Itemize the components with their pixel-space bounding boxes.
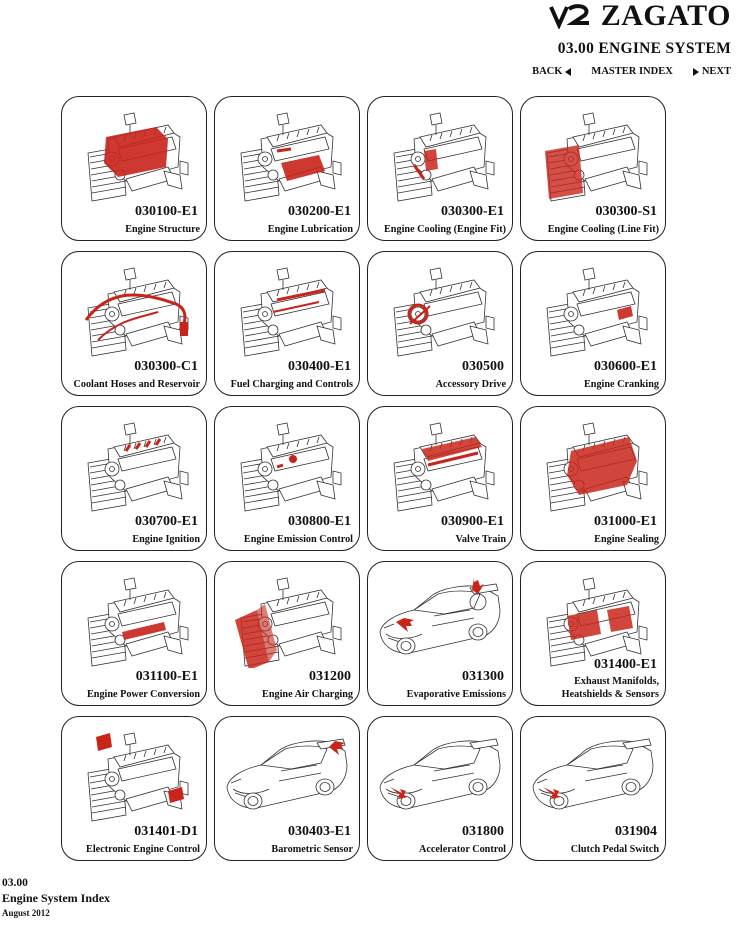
footer-date: August 2012 <box>2 908 50 918</box>
footer: 03.00 Engine System Index August 2012 <box>2 876 110 920</box>
back-link[interactable]: BACK <box>532 66 572 77</box>
car-illustration-icon <box>374 725 506 823</box>
engine-illustration-icon <box>68 725 200 823</box>
card-label: Barometric Sensor <box>271 844 353 855</box>
card-label: Engine Air Charging <box>262 689 353 700</box>
card-label: Engine Lubrication <box>267 224 353 235</box>
card-label: Accelerator Control <box>418 844 506 855</box>
engine-illustration-icon <box>68 415 200 513</box>
car-illustration-icon <box>374 570 506 668</box>
card-label: Clutch Pedal Switch <box>570 844 659 855</box>
car-illustration-icon <box>527 725 659 823</box>
card-label: Evaporative Emissions <box>406 689 506 700</box>
card-code: 031800 <box>462 824 504 839</box>
engine-illustration-icon <box>221 260 353 358</box>
card-code: 031400-E1 <box>594 657 657 672</box>
engine-illustration-icon <box>68 260 200 358</box>
card-label: Engine Ignition <box>132 534 200 545</box>
engine-illustration-icon <box>527 415 659 513</box>
brand-name: ZAGATO <box>600 0 731 32</box>
card-label: Engine Sealing <box>594 534 659 545</box>
card-label: Coolant Hoses and Reservoir <box>73 379 201 390</box>
v12-logo-icon <box>548 4 589 29</box>
engine-illustration-icon <box>527 570 659 668</box>
card-code: 030900-E1 <box>441 514 504 529</box>
engine-illustration-icon <box>527 260 659 358</box>
card-label: Fuel Charging and Controls <box>230 379 353 390</box>
card-code: 030100-E1 <box>135 204 198 219</box>
card-label: Engine Emission Control <box>243 534 353 545</box>
card-label: Engine Structure <box>125 224 200 235</box>
card-code: 031000-E1 <box>594 514 657 529</box>
card-label: Electronic Engine Control <box>86 844 200 855</box>
card-label: Valve Train <box>455 534 506 545</box>
engine-illustration-icon <box>374 260 506 358</box>
engine-illustration-icon <box>527 105 659 203</box>
card-label: Exhaust Manifolds, Heatshields & Sensors <box>561 676 659 700</box>
card-code: 031100-E1 <box>135 669 198 684</box>
engine-illustration-icon <box>221 105 353 203</box>
engine-illustration-icon <box>374 105 506 203</box>
card-code: 030500 <box>462 359 504 374</box>
card-label: Engine Cooling (Line Fit) <box>547 224 659 235</box>
card-label: Engine Power Conversion <box>86 689 200 700</box>
back-label: BACK <box>532 66 563 77</box>
card-code: 031200 <box>309 669 351 684</box>
master-index-link[interactable]: MASTER INDEX <box>591 66 673 77</box>
left-arrow-icon <box>565 67 572 76</box>
card-code: 030800-E1 <box>288 514 351 529</box>
engine-illustration-icon <box>68 570 200 668</box>
card-code: 030700-E1 <box>135 514 198 529</box>
next-label: NEXT <box>701 66 731 77</box>
footer-section-number: 03.00 <box>2 877 28 889</box>
card-code: 030403-E1 <box>288 824 351 839</box>
car-illustration-icon <box>221 725 353 823</box>
next-link[interactable]: NEXT <box>692 66 731 77</box>
card-code: 031300 <box>462 669 504 684</box>
card-code: 030300-E1 <box>441 204 504 219</box>
card-code: 030400-E1 <box>288 359 351 374</box>
card-label: Engine Cranking <box>583 379 659 390</box>
footer-title: Engine System Index <box>2 891 111 905</box>
card-code: 030200-E1 <box>288 204 351 219</box>
engine-illustration-icon <box>68 105 200 203</box>
engine-illustration-icon <box>374 415 506 513</box>
navigation-bar: BACK MASTER INDEX NEXT <box>532 66 731 77</box>
card-code: 031904 <box>615 824 657 839</box>
card-code: 030300-C1 <box>134 359 198 374</box>
engine-illustration-icon <box>221 415 353 513</box>
engine-illustration-icon <box>221 570 353 670</box>
card-label: Engine Cooling (Engine Fit) <box>384 224 506 235</box>
card-code: 031401-D1 <box>134 824 198 839</box>
brand-header: ZAGATO <box>548 0 731 32</box>
page-title: 03.00 ENGINE SYSTEM <box>557 40 731 57</box>
card-code: 030600-E1 <box>594 359 657 374</box>
right-arrow-icon <box>692 67 699 76</box>
card-code: 030300-S1 <box>595 204 657 219</box>
card-label: Accessory Drive <box>435 379 506 390</box>
